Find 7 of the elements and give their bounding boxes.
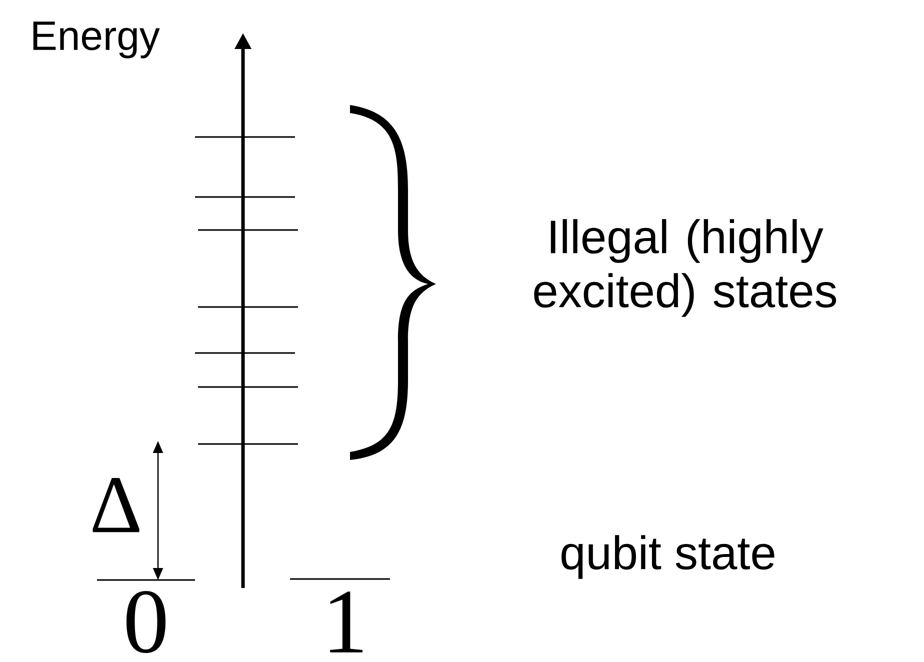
bracket-label: Illegal (highly excited) states: [534, 219, 836, 317]
level-number: 1: [330, 592, 362, 652]
axis-label: Energy: [33, 22, 160, 58]
gap-symbol: Δ: [92, 478, 140, 532]
state-label: qubit state: [562, 535, 774, 579]
level-number: 0: [126, 590, 166, 654]
curly-bracket: [350, 105, 436, 460]
